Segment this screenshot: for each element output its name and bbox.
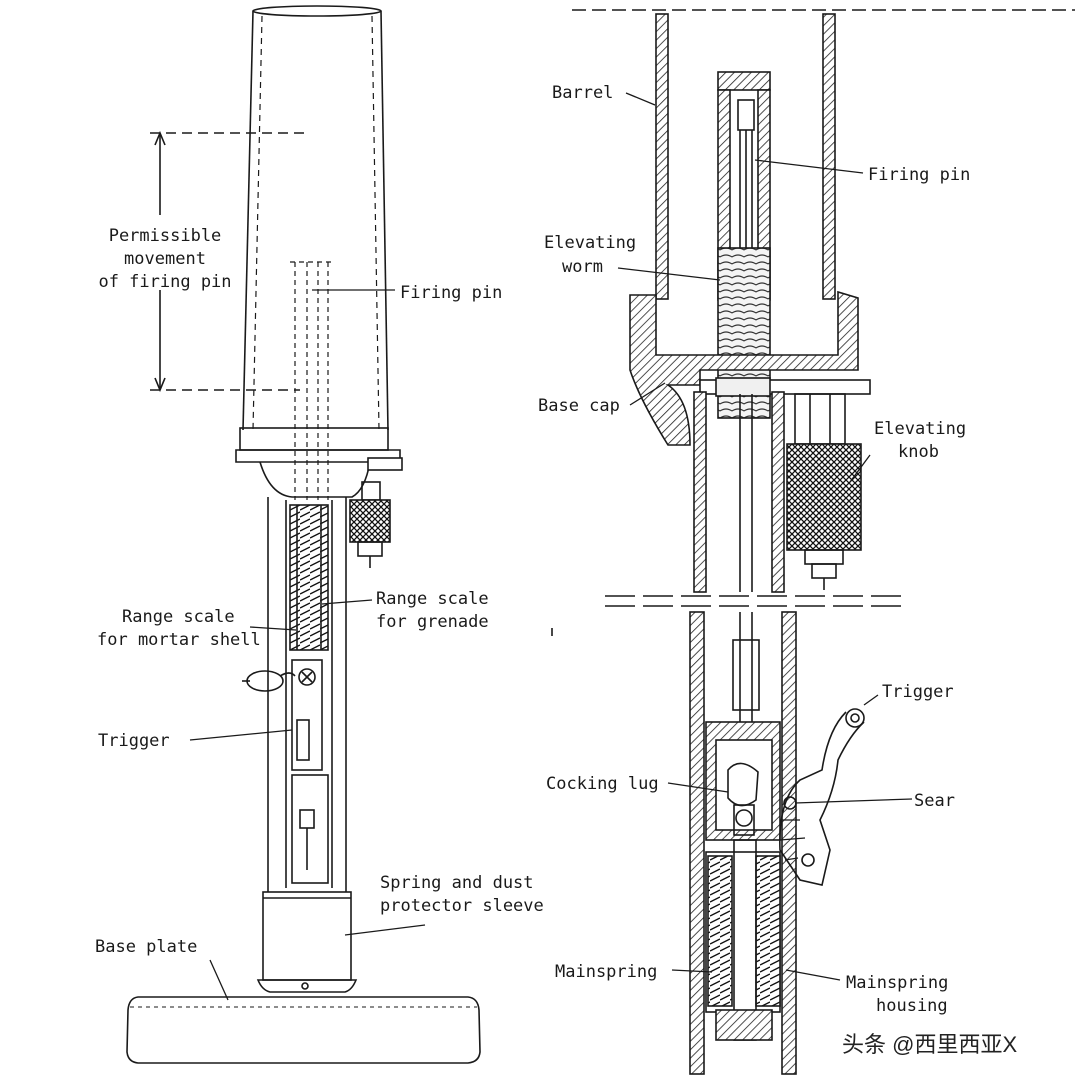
label-permissible-3: of firing pin <box>98 272 231 292</box>
label-elevating-knob-2: knob <box>898 442 939 462</box>
label-right-trigger: Trigger <box>882 682 954 702</box>
left-labels: Permissible movement of firing pin Firin… <box>95 226 544 957</box>
left-mortar-view <box>126 5 481 1064</box>
left-trigger-knob <box>242 670 296 692</box>
right-elevating-knob <box>786 393 862 590</box>
label-elevating-knob-1: Elevating <box>874 419 966 439</box>
right-barrel-walls <box>655 13 836 300</box>
label-left-firing-pin: Firing pin <box>400 283 502 303</box>
watermark-text: 头条 @西里西亚X <box>842 1032 1017 1057</box>
label-base-plate: Base plate <box>95 937 197 957</box>
label-elevating-worm-1: Elevating <box>544 233 636 253</box>
label-elevating-worm-2: worm <box>562 257 603 277</box>
label-right-firing-pin: Firing pin <box>868 165 970 185</box>
label-spring-sleeve-2: protector sleeve <box>380 896 544 916</box>
right-cocking-mechanism <box>705 721 781 841</box>
left-tube <box>267 497 347 892</box>
label-range-mortar-2: for mortar shell <box>97 630 261 650</box>
right-break-lines <box>605 595 905 607</box>
left-base-plate <box>126 979 481 1064</box>
right-outer-tube-upper <box>693 391 785 593</box>
label-barrel: Barrel <box>552 83 613 103</box>
label-mainspring-housing-2: housing <box>876 996 948 1016</box>
label-range-grenade-2: for grenade <box>376 612 489 632</box>
right-labels: Barrel Firing pin Elevating worm Base ca… <box>538 83 970 1016</box>
left-firing-pin <box>290 261 334 500</box>
label-permissible-2: movement <box>124 249 206 269</box>
right-cutaway-view <box>551 9 1075 1075</box>
label-sear: Sear <box>914 791 955 811</box>
label-permissible-1: Permissible <box>109 226 222 246</box>
left-base-collar <box>235 427 403 498</box>
right-base-cap <box>629 290 871 446</box>
left-elevating-knob <box>349 481 391 568</box>
left-sleeve <box>262 891 352 981</box>
label-range-mortar-1: Range scale <box>122 607 235 627</box>
left-barrel <box>242 5 389 431</box>
label-mainspring-housing-1: Mainspring <box>846 973 948 993</box>
right-leader-lines <box>617 92 913 981</box>
label-spring-sleeve-1: Spring and dust <box>380 873 534 893</box>
left-leader-lines <box>189 289 426 1001</box>
permissible-movement-bracket <box>150 130 310 393</box>
label-range-grenade-1: Range scale <box>376 589 489 609</box>
label-left-trigger: Trigger <box>98 731 170 751</box>
right-trigger-sear <box>779 708 865 886</box>
label-mainspring: Mainspring <box>555 962 657 982</box>
label-base-cap: Base cap <box>538 396 620 416</box>
label-cocking-lug: Cocking lug <box>546 774 659 794</box>
right-outer-tube-lower <box>689 611 797 1075</box>
right-mainspring <box>705 839 781 1041</box>
